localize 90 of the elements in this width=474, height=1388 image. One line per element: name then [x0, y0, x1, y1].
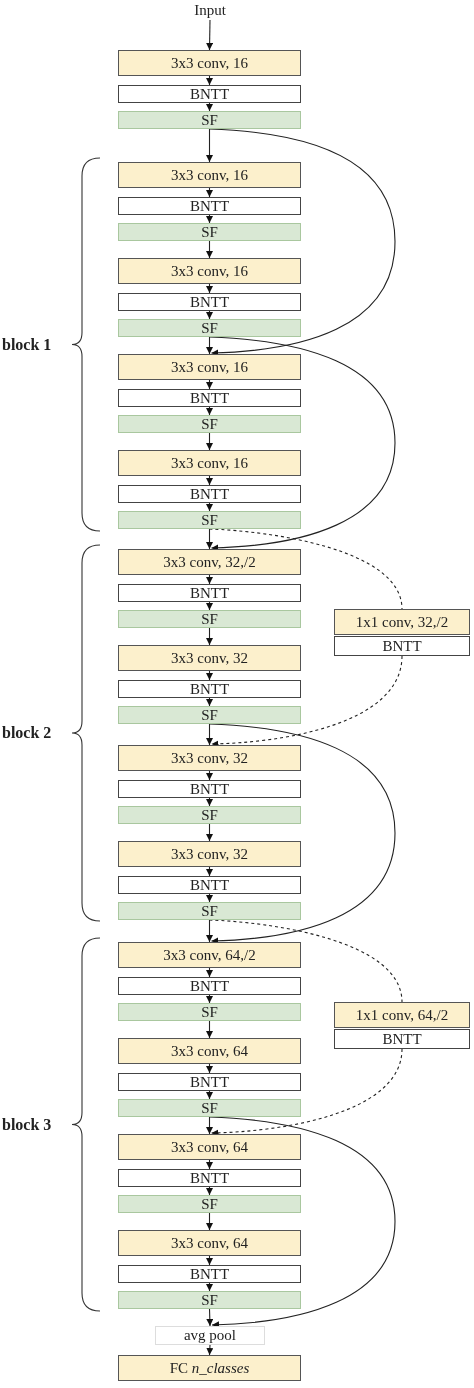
arrow: [206, 128, 213, 163]
arrow: [206, 1159, 213, 1170]
conv-layer-box: 3x3 conv, 64: [118, 1230, 301, 1256]
arrow: [206, 187, 213, 198]
sf-layer-box: SF: [118, 1099, 301, 1117]
bntt-layer-box: BNTT: [118, 977, 301, 995]
block-label: block 3: [2, 1114, 52, 1135]
conv-layer-box: 1x1 conv, 64,/2: [334, 1002, 470, 1028]
arrow: [206, 102, 213, 112]
sf-layer-box: SF: [118, 223, 301, 241]
arrow: [206, 406, 213, 416]
bntt-layer-box: BNTT: [118, 485, 301, 503]
conv-layer-box: 3x3 conv, 16: [118, 50, 301, 76]
arrow: [206, 994, 213, 1004]
arrow: [206, 823, 213, 842]
arrow: [206, 475, 213, 486]
arrow: [206, 797, 213, 807]
bntt-layer-box: BNTT: [118, 197, 301, 215]
arrow: [206, 1212, 213, 1231]
bntt-layer-box: BNTT: [118, 680, 301, 698]
arrow: [206, 528, 213, 550]
arrow: [206, 1282, 213, 1292]
bntt-layer-box: BNTT: [118, 1073, 301, 1091]
bntt-layer-box: BNTT: [334, 1029, 470, 1049]
conv-layer-box: 3x3 conv, 64,/2: [118, 942, 301, 968]
arrow: [206, 670, 213, 681]
sf-layer-box: SF: [118, 415, 301, 433]
arrow: [206, 627, 213, 646]
block-label: block 2: [2, 723, 52, 743]
sf-layer-box: SF: [118, 1003, 301, 1021]
conv-layer-box: 3x3 conv, 16: [118, 354, 301, 380]
conv-layer-box: 3x3 conv, 64: [118, 1038, 301, 1064]
arrow: [206, 1255, 213, 1266]
conv-layer-box: 1x1 conv, 32,/2: [334, 609, 470, 635]
bntt-layer-box: BNTT: [118, 1169, 301, 1187]
arrow: [206, 1090, 213, 1100]
sf-layer-box: SF: [118, 511, 301, 529]
conv-layer-box: 3x3 conv, 16: [118, 258, 301, 284]
conv-layer-box: 3x3 conv, 32: [118, 745, 301, 771]
arrow: [206, 770, 213, 781]
arrow: [206, 1186, 213, 1196]
conv-layer-box: 3x3 conv, 32: [118, 841, 301, 867]
arrow: [206, 75, 213, 86]
sf-layer-box: SF: [118, 111, 301, 129]
conv-layer-box: FC n_classes: [118, 1355, 301, 1381]
pool-layer-box: avg pool: [155, 1326, 265, 1345]
sf-layer-box: SF: [118, 706, 301, 724]
bntt-layer-box: BNTT: [334, 636, 470, 656]
arrow: [206, 893, 213, 903]
arrow: [206, 1020, 213, 1039]
arrow: [206, 866, 213, 877]
bntt-layer-box: BNTT: [118, 876, 301, 894]
arrow: [206, 336, 213, 355]
block-label: block 1: [2, 334, 52, 355]
bntt-layer-box: BNTT: [118, 584, 301, 602]
arrow: [206, 310, 213, 320]
arrow: [206, 967, 213, 978]
bntt-layer-box: BNTT: [118, 389, 301, 407]
input-label: Input: [160, 0, 260, 20]
arrow: [206, 283, 213, 294]
sf-layer-box: SF: [118, 902, 301, 920]
sf-layer-box: SF: [118, 1195, 301, 1213]
arrow: [206, 697, 213, 707]
conv-layer-box: 3x3 conv, 16: [118, 162, 301, 188]
sf-layer-box: SF: [118, 1291, 301, 1309]
sf-layer-box: SF: [118, 610, 301, 628]
arrow: [206, 1344, 214, 1356]
conv-layer-box: 3x3 conv, 32,/2: [118, 549, 301, 575]
sf-layer-box: SF: [118, 806, 301, 824]
arrow: [206, 574, 213, 585]
bntt-layer-box: BNTT: [118, 1265, 301, 1283]
bntt-layer-box: BNTT: [118, 780, 301, 798]
arrow: [206, 214, 213, 224]
arrow: [206, 1116, 213, 1135]
arrow: [206, 919, 213, 943]
arrow: [206, 601, 213, 611]
arrow: [206, 432, 213, 451]
arrow: [206, 723, 213, 746]
conv-layer-box: 3x3 conv, 32: [118, 645, 301, 671]
arrow: [206, 19, 214, 51]
arrow: [206, 502, 213, 512]
conv-layer-box: 3x3 conv, 16: [118, 450, 301, 476]
sf-layer-box: SF: [118, 319, 301, 337]
arrow: [206, 1063, 213, 1074]
arrow: [206, 240, 213, 259]
arrow: [206, 1308, 214, 1327]
bntt-layer-box: BNTT: [118, 293, 301, 311]
arrow: [206, 379, 213, 390]
conv-layer-box: 3x3 conv, 64: [118, 1134, 301, 1160]
bntt-layer-box: BNTT: [118, 85, 301, 103]
